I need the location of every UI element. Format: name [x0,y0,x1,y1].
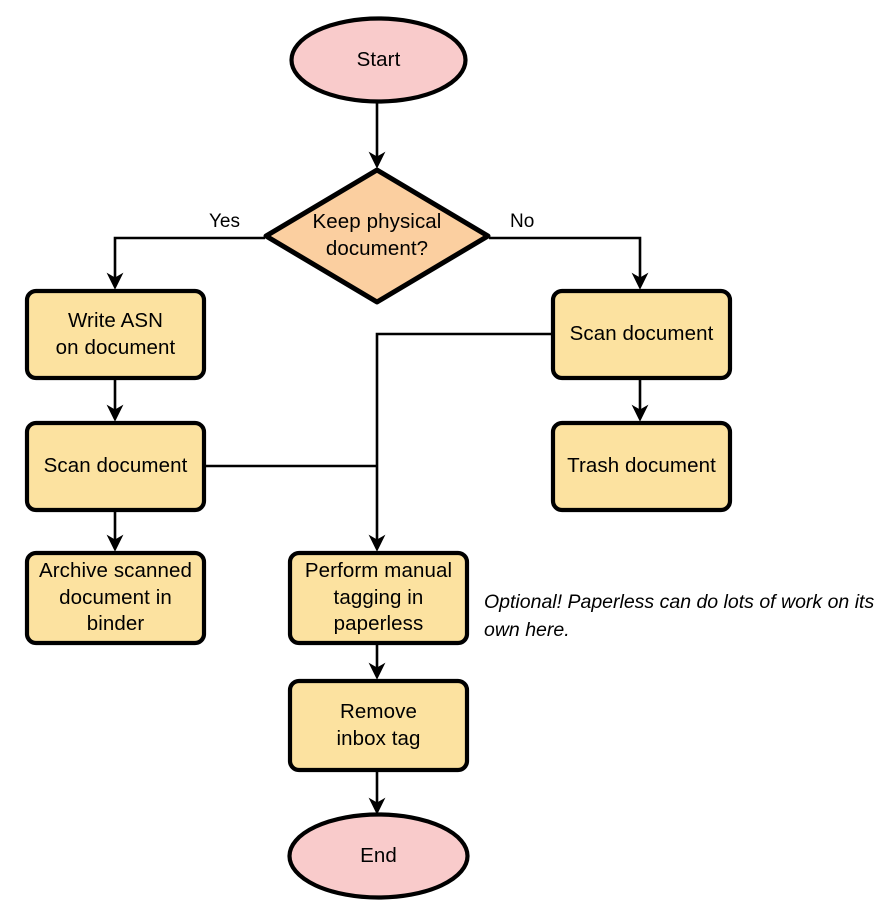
node-scan-document-left[interactable] [24,420,207,513]
node-remove-inbox-tag[interactable] [287,678,470,773]
edge-decision-yes-to-write-asn [106,236,265,290]
node-start[interactable] [289,16,468,104]
edge-decision-no-to-scan-right [489,236,649,290]
node-archive-scanned-document-in-binder[interactable] [24,550,207,646]
node-decision-keep-physical-document[interactable] [263,167,491,305]
node-trash-document[interactable] [550,420,733,513]
node-perform-manual-tagging-in-paperless[interactable] [287,550,470,646]
edge-scan-right-to-tagging [368,332,552,552]
node-scan-document-right[interactable] [550,288,733,381]
node-end[interactable] [287,812,470,900]
annotation-optional-note: Optional! Paperless can do lots of work … [484,591,875,641]
node-write-asn-on-document[interactable] [24,288,207,381]
edge-label-no: No [510,211,535,232]
edge-label-yes: Yes [209,211,240,232]
